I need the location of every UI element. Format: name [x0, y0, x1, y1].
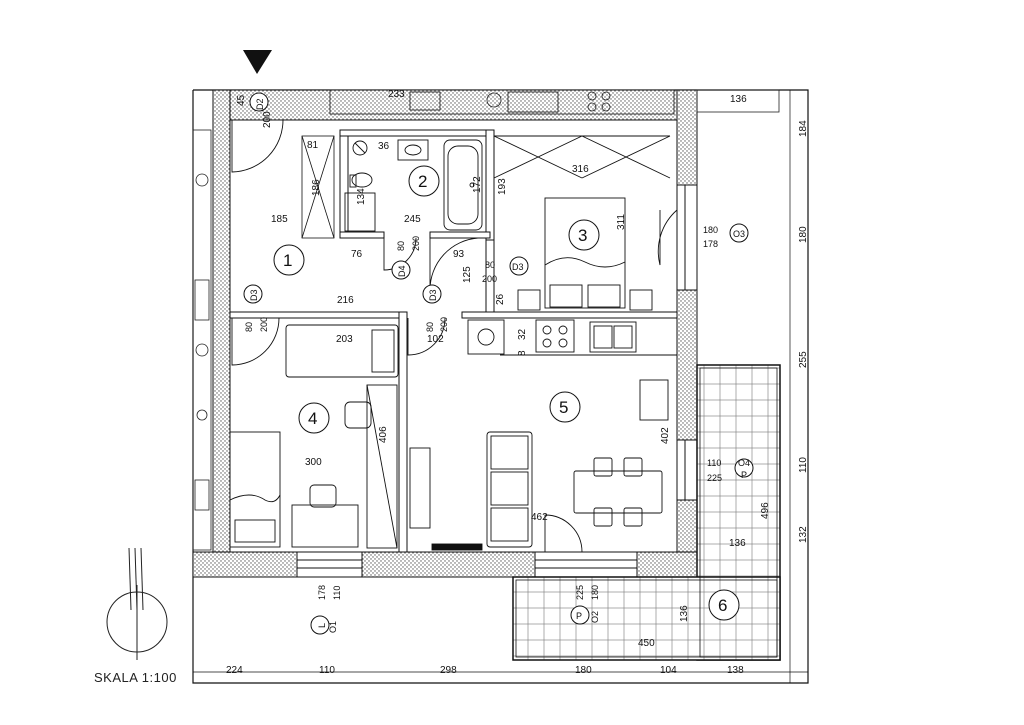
- dim-203: 203: [336, 334, 353, 345]
- dim-right-255: 255: [798, 351, 809, 368]
- door-d3-a-width: 80: [244, 322, 254, 332]
- window-o3-height: 178: [703, 239, 718, 249]
- dim-26: 26: [495, 293, 506, 305]
- dim-bottom-110: 110: [319, 665, 335, 676]
- room-2-number: 2: [418, 172, 427, 191]
- entrance-arrow-icon: [243, 50, 272, 74]
- dim-450: 450: [638, 638, 655, 649]
- dim-right-184: 184: [798, 120, 809, 137]
- dim-245: 245: [404, 214, 421, 225]
- door-d4-width: 80: [396, 241, 406, 251]
- dim-36: 36: [378, 141, 390, 152]
- room-3-number: 3: [578, 226, 587, 245]
- bathroom-fixtures: [344, 139, 483, 232]
- door-d3-b-label: D3: [428, 289, 438, 301]
- dim-186: 186: [311, 179, 322, 196]
- windows: [296, 184, 698, 578]
- dim-316: 316: [572, 164, 589, 175]
- bedroom-3-furniture: [493, 135, 671, 311]
- room-6-number: 6: [718, 596, 727, 615]
- window-o4-p: P: [741, 470, 747, 480]
- north-arrow-icon: [106, 547, 168, 660]
- neighbour-left-strip: [192, 129, 212, 551]
- dim-136-b2: 136: [679, 605, 690, 622]
- dim-193: 193: [497, 178, 508, 195]
- dim-81: 81: [307, 140, 319, 151]
- door-d4-height: 200: [411, 236, 421, 251]
- window-o4-width: 110: [707, 458, 721, 468]
- scale-label: SKALA 1:100: [94, 670, 177, 685]
- window-o4-label: O4: [738, 458, 750, 468]
- dim-125: 125: [462, 266, 473, 283]
- opening-markers: [243, 92, 754, 635]
- dim-496: 496: [760, 502, 771, 519]
- inner-walls: [229, 129, 678, 553]
- dim-216: 216: [337, 295, 354, 306]
- window-o4-height: 225: [707, 473, 722, 483]
- window-o3-width: 180: [703, 225, 718, 235]
- dim-right-132: 132: [798, 526, 809, 543]
- dim-402: 402: [660, 427, 671, 444]
- dim-bottom-138: 138: [727, 665, 744, 676]
- dim-32: 32: [517, 328, 528, 340]
- window-o1-l: L: [317, 623, 327, 628]
- dim-102: 102: [427, 334, 444, 345]
- hall-wardrobe: [301, 135, 335, 239]
- bedroom-4-furniture: [229, 324, 399, 549]
- dim-right-110: 110: [798, 457, 809, 473]
- window-o2-width: 180: [590, 585, 600, 600]
- window-o3-label: O3: [733, 229, 745, 239]
- door-d3-c-width: 80: [485, 260, 495, 270]
- window-o1-height: 178: [317, 585, 327, 600]
- dim-134: 134: [356, 188, 367, 205]
- door-d3-c-label: D3: [512, 262, 524, 272]
- dim-bottom-298: 298: [440, 665, 457, 676]
- living-room-furniture: [409, 319, 677, 551]
- window-o2-height: 225: [575, 585, 585, 600]
- dim-bottom-104: 104: [660, 665, 677, 676]
- door-d2-label: D2: [255, 98, 265, 110]
- room-5-number: 5: [559, 398, 568, 417]
- dim-top-233: 233: [388, 89, 405, 100]
- dim-45: 45: [236, 94, 247, 106]
- door-d3-b-height: 200: [439, 317, 449, 332]
- apartment-interior: [229, 119, 678, 553]
- room-4-number: 4: [308, 409, 317, 428]
- dim-right-180: 180: [798, 226, 809, 243]
- door-d3-c-height: 200: [482, 274, 497, 284]
- room-1-number: 1: [283, 251, 292, 270]
- door-d3-a-height: 200: [259, 317, 269, 332]
- room-markers: [273, 165, 740, 621]
- dim-136-balcony: 136: [729, 538, 746, 549]
- window-o2-p: P: [576, 611, 582, 621]
- window-o1-width: 110: [332, 586, 342, 600]
- window-o1-label: O1: [328, 621, 338, 633]
- dim-93: 93: [453, 249, 465, 260]
- dim-200-top: 200: [262, 111, 273, 128]
- door-d4-label: D4: [397, 265, 407, 277]
- dim-172: 172: [472, 176, 483, 193]
- dim-bottom-180: 180: [575, 665, 592, 676]
- door-d3-b-width: 80: [425, 322, 435, 332]
- dim-462: 462: [531, 512, 548, 523]
- door-d3-a-label: D3: [249, 289, 259, 301]
- dim-300: 300: [305, 457, 322, 468]
- dimension-lines: [193, 90, 808, 683]
- neighbour-top-strip: [329, 89, 780, 115]
- dim-8: 8: [517, 350, 528, 356]
- dim-bottom-224: 224: [226, 665, 243, 676]
- dim-311: 311: [616, 214, 627, 230]
- dim-76: 76: [351, 249, 363, 260]
- window-o2-label: O2: [590, 611, 600, 623]
- dim-185: 185: [271, 214, 288, 225]
- dim-406: 406: [378, 426, 389, 443]
- dim-top-136: 136: [730, 94, 747, 105]
